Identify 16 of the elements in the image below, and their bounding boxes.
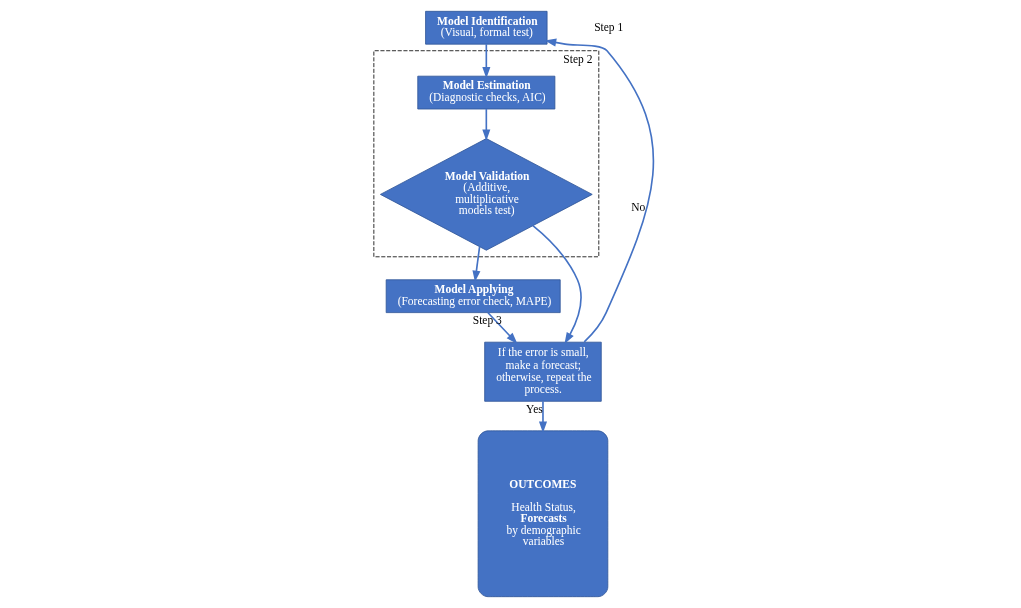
arrow	[544, 38, 655, 343]
label: Step 1	[594, 20, 624, 33]
edge-label: No	[631, 200, 646, 213]
node-box: Model Identification (Visual, formal test)	[425, 10, 548, 45]
node-diamond: Model Validation (Additive, multiplicative models test)	[380, 138, 593, 251]
arrow	[472, 245, 481, 283]
arrow	[482, 43, 491, 79]
arrow	[532, 224, 582, 345]
edge-label: Step 3	[472, 314, 502, 327]
arrow	[487, 311, 518, 344]
node-box: OUTCOMES Health Status, Forecasts by demographic variables	[477, 430, 609, 598]
arrow	[482, 108, 491, 141]
node-box: Model Applying (Forecasting error check, MAPE)	[385, 279, 561, 314]
node-box: If the error is small, make a forecast; otherwise, repeat the process.	[484, 341, 602, 402]
node-box: Model Estimation (Diagnostic checks, AIC)	[417, 75, 556, 110]
arrow	[538, 400, 547, 434]
